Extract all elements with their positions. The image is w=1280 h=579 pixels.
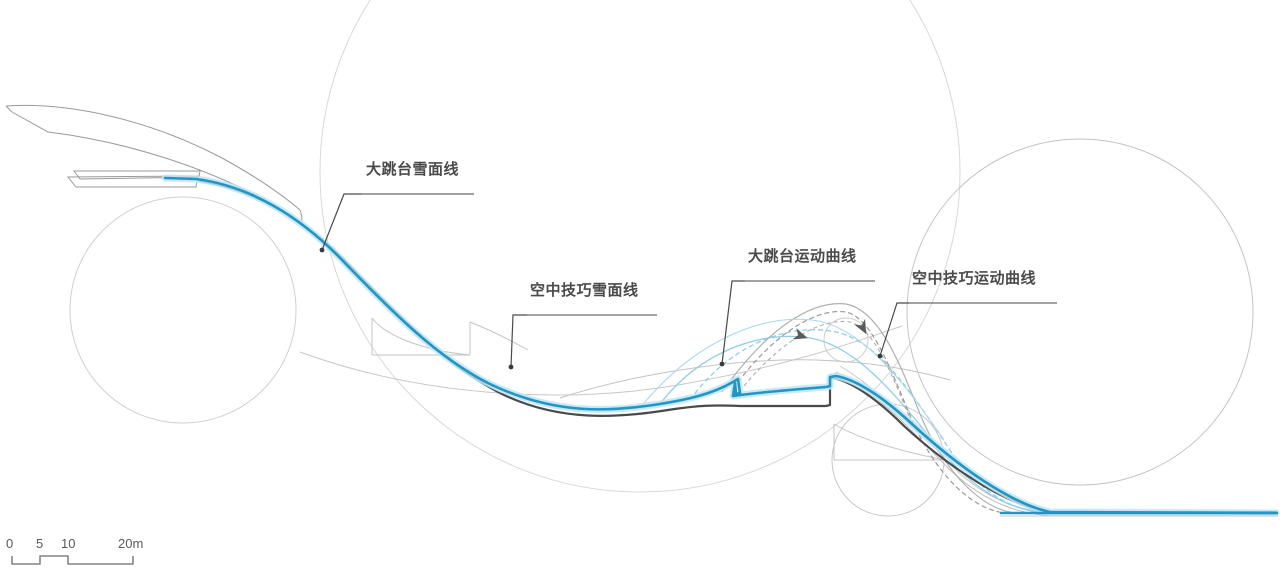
long-sweep-guide [299, 325, 903, 396]
leader-endpoint-dot [508, 364, 514, 370]
construction-circles-group [69, 0, 1254, 517]
construction-lines-group [299, 317, 1063, 517]
bigair-apex-arrow-icon [792, 328, 808, 340]
leader-elbow [510, 314, 527, 368]
leader-endpoint-dot [877, 353, 883, 359]
aerials-snow-line-group [161, 174, 1280, 517]
annotation-label-aerials-motion-curve: 空中技巧运动曲线 [912, 270, 1037, 287]
leader-elbow [721, 280, 745, 365]
aerials-low-arc [659, 335, 1051, 514]
sector-left-arc [371, 317, 471, 356]
runout-line-group [1000, 511, 1278, 517]
leader-elbow [879, 302, 909, 357]
leader-bigair-snow-line [319, 193, 474, 253]
aerials-apex-arrow-icon [854, 319, 867, 335]
scale-tick-label-10: 10 [61, 536, 76, 551]
upper-ramp-underside-outline [11, 111, 303, 225]
scale-tick-label-0: 0 [6, 536, 14, 551]
annotation-label-bigair-snow-line: 大跳台雪面线 [366, 161, 460, 178]
scale-bar-group [11, 555, 134, 565]
leader-aerials-snow-line [508, 314, 657, 370]
bigair-outer-arc [721, 303, 1017, 514]
leader-elbow [321, 193, 362, 251]
annotation-label-bigair-motion-curve: 大跳台运动曲线 [748, 248, 857, 265]
trajectory-arcs-group [639, 303, 1053, 514]
aerials-upper-arc [639, 318, 945, 441]
upper-ramp-deck-outline [5, 105, 301, 211]
scale-tick-label-5: 5 [36, 536, 44, 551]
left-start-circle [69, 196, 297, 424]
leader-endpoint-dot [719, 361, 725, 367]
ramp-outlines-group [5, 105, 303, 225]
start-gate-deck-outline [66, 175, 199, 188]
aerials-mid-arc [689, 329, 1053, 514]
bigair-high-arc [737, 310, 1005, 514]
flat-ref-guide [559, 359, 951, 399]
sector-right-top [469, 321, 529, 351]
scale-tick-label-20m: 20m [118, 536, 144, 551]
upper-ramp-left-cap [5, 105, 13, 113]
inner-slope-guide [839, 365, 1057, 514]
aerials-snow-line-halo [161, 174, 1280, 517]
leader-bigair-motion-curve [719, 280, 875, 367]
annotation-label-aerials-snow-line: 空中技巧雪面线 [530, 282, 639, 299]
aerials-snow-line-path [163, 176, 1278, 515]
right-large-circle [906, 138, 1254, 486]
arrow-markers-group [792, 319, 867, 340]
annotation-leaders-group [319, 193, 1057, 370]
bigair-secondary-arc [743, 320, 913, 425]
leader-endpoint-dot [319, 247, 325, 253]
upper-large-circle [319, 0, 961, 493]
leader-aerials-motion-curve [877, 302, 1057, 359]
scale-bar-stepped-rule [11, 555, 134, 565]
